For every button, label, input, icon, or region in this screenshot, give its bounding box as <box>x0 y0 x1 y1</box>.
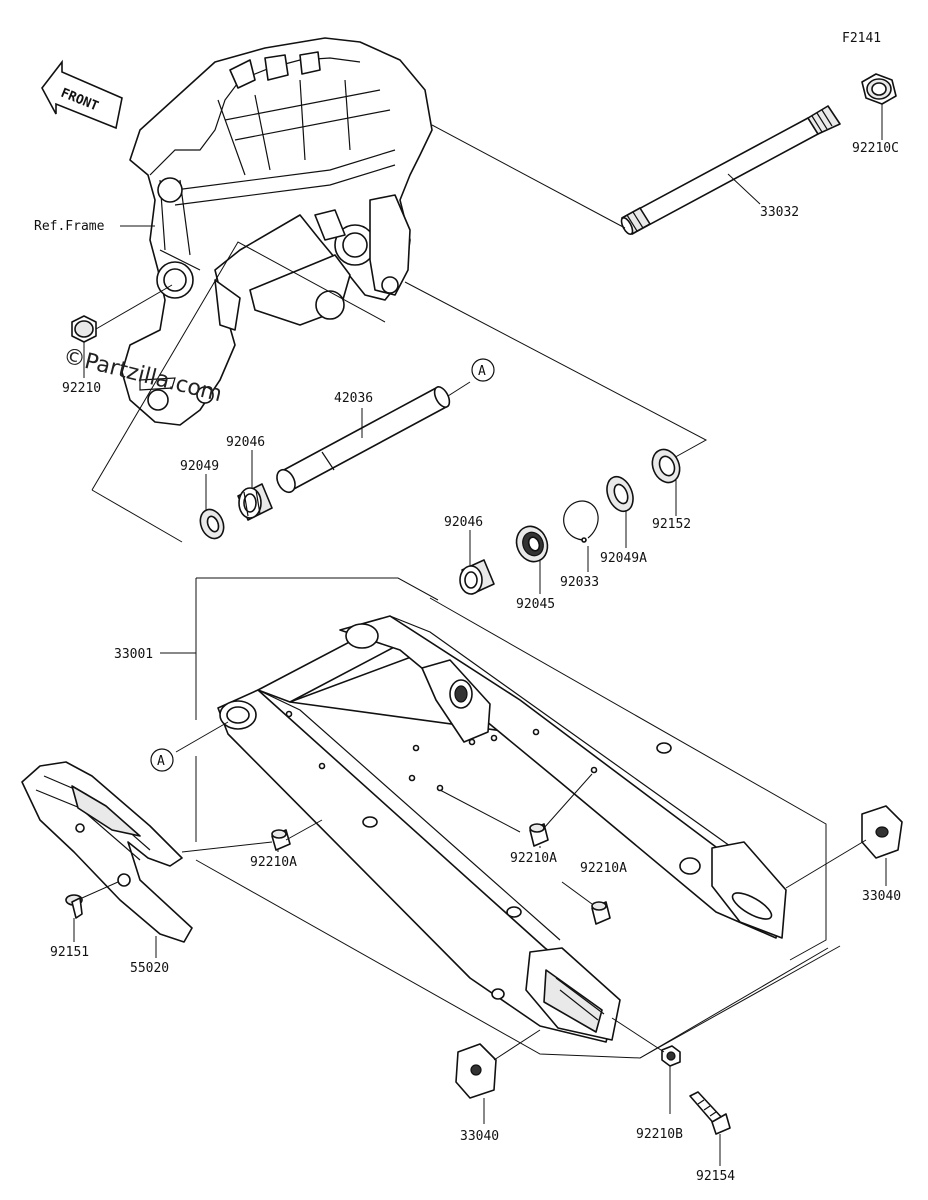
label-92210a-right: 92210A <box>580 861 627 876</box>
nut-92210c <box>861 73 897 105</box>
circlip-92033 <box>563 500 599 543</box>
callout-a-upper-letter: A <box>478 364 486 379</box>
label-92152: 92152 <box>652 517 691 532</box>
chain-guard-55020 <box>21 761 193 943</box>
figure-code: F2141 <box>842 31 881 46</box>
bolt-92210a-right <box>591 901 611 925</box>
bolt-92210a-left <box>271 829 291 851</box>
label-92210: 92210 <box>62 381 101 396</box>
screw-92151 <box>65 894 83 919</box>
needle-bearing-92046-lower <box>459 559 495 595</box>
ball-bearing-92045 <box>515 525 549 563</box>
collar-92152 <box>651 448 681 484</box>
callout-a-lower-letter: A <box>157 754 165 769</box>
label-33040-right: 33040 <box>862 889 901 904</box>
nut-92210b <box>661 1045 681 1067</box>
callout-a-upper <box>471 358 495 382</box>
label-92210b: 92210B <box>636 1127 683 1142</box>
label-33032: 33032 <box>760 205 799 220</box>
label-92049a: 92049A <box>600 551 647 566</box>
nut-92210 <box>71 315 97 343</box>
label-92210c: 92210C <box>852 141 899 156</box>
sleeve-42036 <box>276 386 451 494</box>
label-92046-lower: 92046 <box>444 515 483 530</box>
label-55020: 55020 <box>130 961 169 976</box>
front-arrow-icon: FRONT <box>41 59 123 130</box>
label-92154: 92154 <box>696 1169 735 1184</box>
swingarm-33001 <box>217 615 787 1043</box>
adjuster-block-33040-bottom <box>455 1043 497 1099</box>
label-92151: 92151 <box>50 945 89 960</box>
seal-92049a <box>606 475 634 513</box>
callout-a-lower <box>150 748 174 772</box>
ref-frame-label: Ref.Frame <box>34 219 105 234</box>
bolt-92210a-mid <box>529 823 549 847</box>
adjuster-block-33040-right <box>861 805 903 859</box>
label-92210a-mid: 92210A <box>510 851 557 866</box>
label-92045: 92045 <box>516 597 555 612</box>
label-33040-bottom: 33040 <box>460 1129 499 1144</box>
seal-92049 <box>199 508 225 540</box>
label-92033: 92033 <box>560 575 599 590</box>
bolt-92154 <box>689 1091 731 1135</box>
label-92046-upper: 92046 <box>226 435 265 450</box>
label-92049: 92049 <box>180 459 219 474</box>
pivot-shaft-33032 <box>620 105 841 235</box>
label-33001: 33001 <box>114 647 153 662</box>
label-42036: 42036 <box>334 391 373 406</box>
needle-bearing-92046-upper <box>237 483 273 521</box>
label-92210a-left: 92210A <box>250 855 297 870</box>
frame-reference <box>121 37 433 426</box>
